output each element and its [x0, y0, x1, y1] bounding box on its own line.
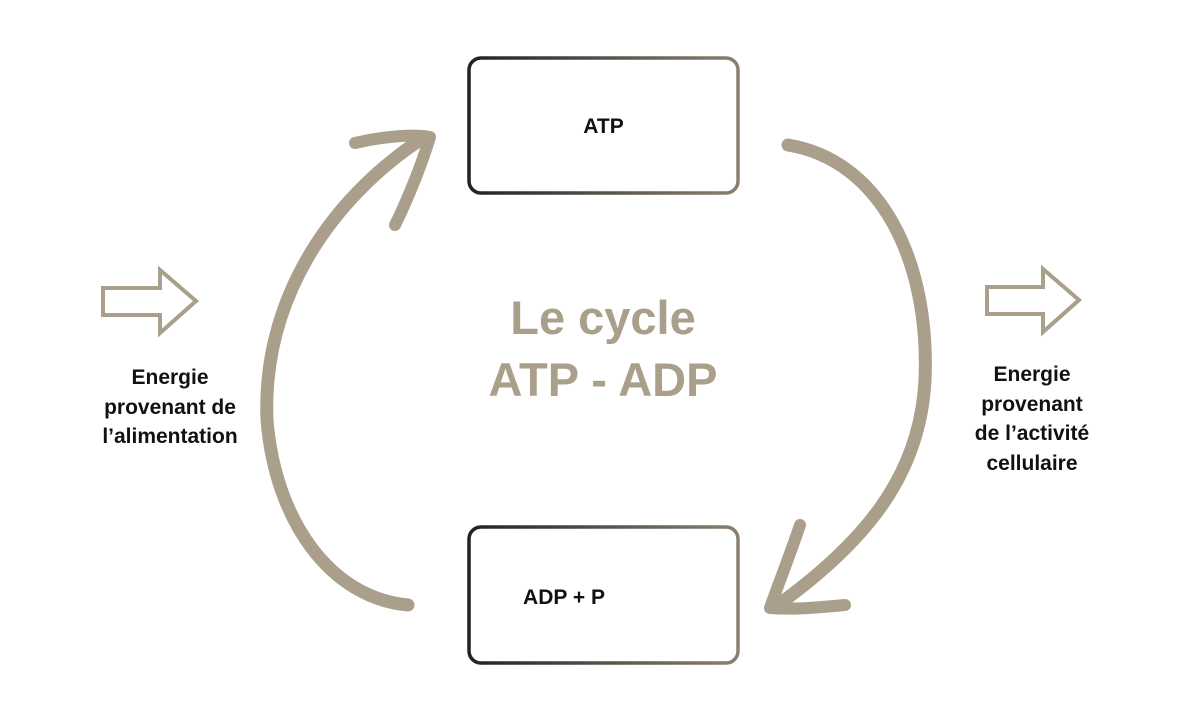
diagram-title: Le cycle ATP - ADP [440, 287, 766, 411]
label-line: de l’activité [974, 422, 1090, 445]
atp-label: ATP [583, 115, 624, 138]
label-line: cellulaire [986, 451, 1078, 475]
label-line: provenant [981, 392, 1083, 416]
title-line-2: ATP - ADP [488, 353, 718, 406]
label-line: Energie [131, 366, 209, 389]
adp-p-label: ADP + P [523, 586, 605, 609]
left-input-arrow-icon [101, 265, 200, 338]
right-output-arrow-icon [985, 264, 1083, 337]
title-line-1: Le cycle [510, 291, 696, 344]
label-line: Energie [993, 363, 1071, 386]
label-line: l’alimentation [102, 425, 238, 448]
atp-box [467, 56, 740, 195]
label-line: provenant de [104, 395, 236, 419]
left-cycle-arrow [260, 129, 436, 612]
right-energy-label: Energie provenant de l’activité cellulai… [922, 360, 1142, 478]
right-cycle-arrow [764, 138, 932, 615]
left-energy-label: Energie provenant de l’alimentation [60, 363, 280, 452]
adp-box [467, 525, 740, 665]
